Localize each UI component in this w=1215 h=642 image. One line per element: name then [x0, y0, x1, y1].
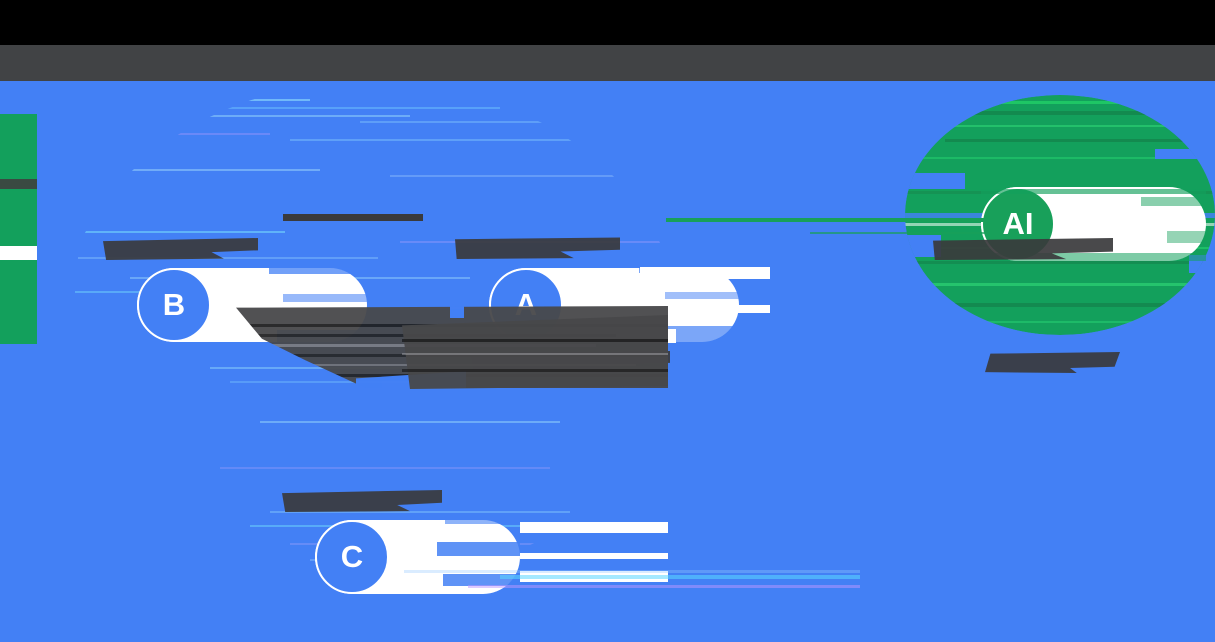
connector-a-to-ai [666, 218, 996, 222]
node-ai-badge-label: AI [1002, 206, 1034, 241]
node-b-label: corrupted label [103, 238, 258, 260]
window-titlebar [0, 45, 1215, 81]
node-a-label: corrupted label [455, 237, 620, 259]
text-block-line-3 [402, 369, 668, 372]
node-b-badge[interactable]: B [137, 268, 211, 342]
node-c-badge[interactable]: C [315, 520, 389, 594]
glitch-streak-white-2 [520, 553, 668, 559]
connector-a-to-ai-echo [810, 232, 996, 234]
diagram-canvas[interactable]: AI corrupted label B corrupted label A [0, 81, 1215, 642]
text-block-line-2 [402, 353, 668, 355]
glitch-scanline-bottom-3 [468, 585, 860, 588]
glitch-streak-white-5 [640, 305, 770, 313]
glitch-scanline-bottom-1 [404, 570, 860, 573]
node-c-badge-label: C [340, 539, 364, 574]
clipped-green-node-glitch-white [0, 246, 37, 260]
node-c-label: corrupted label [282, 490, 442, 512]
node-b-badge-label: B [162, 287, 186, 322]
sublabel-ai [985, 352, 1120, 373]
clipped-green-node[interactable] [0, 114, 37, 344]
clipped-green-node-glitch-dark [0, 179, 37, 189]
glitch-streak-white-4 [640, 267, 770, 279]
top-black-band [0, 0, 1215, 45]
corrupted-text-block-right [402, 315, 668, 389]
glitch-scanline-bottom-2 [500, 575, 860, 579]
node-c[interactable]: C [315, 520, 520, 594]
text-block-line-1 [402, 339, 668, 342]
connector-b-to-a [283, 214, 423, 221]
glitch-streak-white-1 [520, 522, 668, 533]
